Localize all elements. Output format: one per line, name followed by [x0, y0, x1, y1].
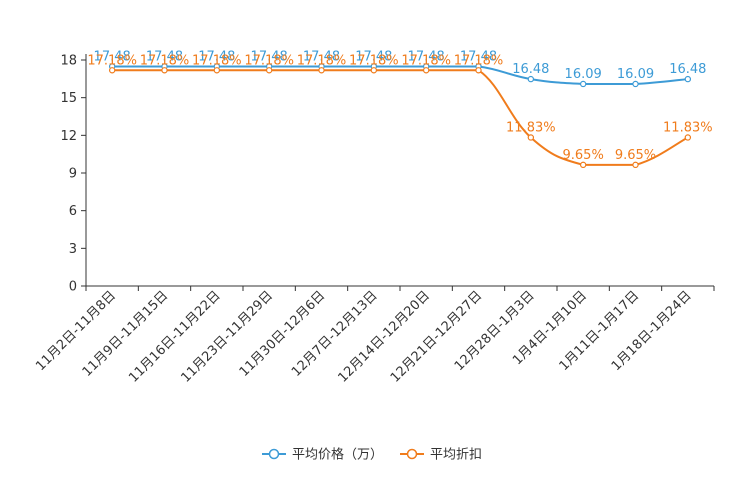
data-point[interactable] — [527, 134, 535, 141]
data-point[interactable] — [527, 75, 535, 83]
series-lines — [108, 63, 692, 169]
data-label: 16.48 — [512, 62, 549, 77]
data-point[interactable] — [213, 67, 221, 74]
axes: 036912151811月2日-11月8日11月9日-11月15日11月16日-… — [33, 54, 715, 386]
data-label: 17.48 — [94, 50, 131, 65]
data-label: 17.18% — [140, 53, 190, 68]
data-label: 16.48 — [669, 62, 706, 77]
data-labels: 17.48 17.48 17.48 17.48 17.48 17.48 17.48 17.48… — [87, 50, 712, 163]
data-label: 9.65% — [563, 148, 604, 163]
x-tick-label: 11月23日-11月29日 — [179, 288, 276, 385]
legend-item-0[interactable]: 平均价格（万） — [262, 447, 383, 463]
data-label: 11.83% — [663, 120, 713, 135]
legend-label: 平均折扣 — [430, 448, 482, 463]
data-label: 16.09 — [565, 67, 602, 82]
data-point[interactable] — [370, 67, 378, 74]
data-label: 17.48 — [408, 50, 445, 65]
data-point[interactable] — [108, 67, 116, 74]
data-point[interactable] — [318, 67, 325, 74]
data-label: 17.48 — [251, 50, 288, 65]
data-point[interactable] — [684, 134, 692, 141]
legend[interactable]: 平均价格（万） 平均折扣 — [262, 447, 482, 463]
data-label: 17.18% — [401, 53, 451, 68]
y-tick-label: 18 — [60, 54, 77, 69]
data-point[interactable] — [632, 161, 639, 169]
data-point[interactable] — [161, 67, 168, 74]
y-tick-label: 3 — [69, 242, 77, 257]
data-label: 17.18% — [244, 53, 294, 68]
data-label: 17.48 — [198, 50, 235, 65]
legend-marker — [268, 448, 280, 460]
data-point[interactable] — [422, 67, 430, 74]
y-tick-label: 12 — [60, 129, 77, 144]
y-tick-label: 6 — [69, 204, 77, 219]
data-label: 16.09 — [617, 67, 654, 82]
data-label: 17.48 — [355, 50, 392, 65]
legend-label: 平均价格（万） — [292, 447, 383, 463]
data-point[interactable] — [579, 161, 587, 169]
data-label: 11.83% — [506, 120, 556, 135]
data-label: 17.48 — [303, 50, 340, 65]
data-label: 17.18% — [297, 53, 347, 68]
legend-item-1[interactable]: 平均折扣 — [400, 448, 482, 463]
y-tick-label: 15 — [60, 91, 77, 106]
series-line-0 — [112, 65, 688, 85]
data-label: 17.18% — [192, 53, 242, 68]
data-label: 9.65% — [615, 148, 656, 163]
x-tick-label: 12月14日-12月20日 — [336, 288, 433, 385]
data-point[interactable] — [265, 67, 273, 74]
data-label: 17.18% — [87, 53, 137, 68]
data-point[interactable] — [579, 80, 587, 88]
data-point[interactable] — [475, 67, 482, 74]
x-tick-label: 12月21日-12月27日 — [388, 288, 485, 385]
y-tick-label: 0 — [69, 280, 77, 295]
x-tick-label: 11月16日-11月22日 — [126, 288, 223, 385]
data-point[interactable] — [632, 80, 639, 88]
data-label: 17.48 — [460, 50, 497, 65]
y-tick-label: 9 — [69, 167, 77, 182]
legend-marker — [406, 448, 418, 460]
data-label: 17.18% — [349, 53, 399, 68]
data-label: 17.48 — [146, 50, 183, 65]
data-label: 17.18% — [454, 53, 504, 68]
data-point[interactable] — [684, 75, 692, 83]
